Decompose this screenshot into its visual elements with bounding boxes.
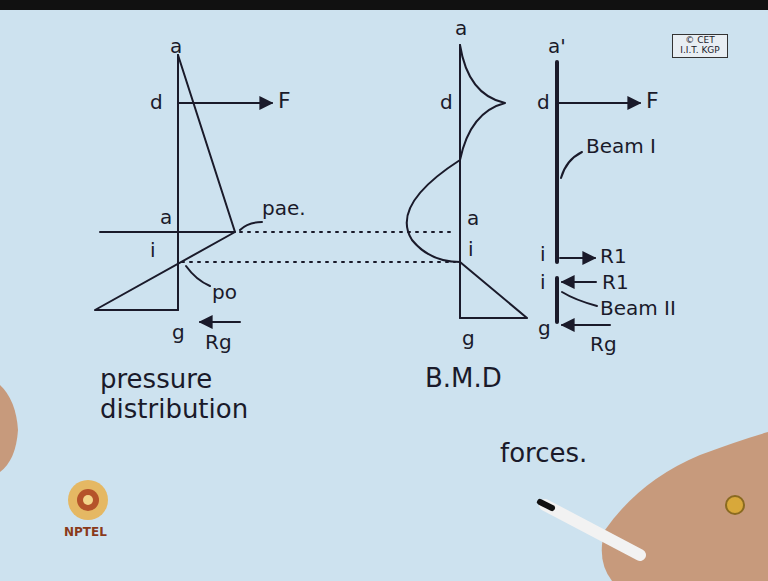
top-band [0,0,768,10]
logo-text: NPTEL [64,526,107,538]
reaction-label: Rg [205,332,232,352]
pressure-diagram [95,55,235,310]
point-label: a' [548,36,566,56]
beam-line [555,62,559,262]
copyright-mark: © CET I.I.T. KGP [672,34,728,58]
reaction-arrow [562,281,596,283]
reaction-label: R1 [602,272,629,292]
reaction-label: Rg [590,334,617,354]
bmd-axis [459,45,461,318]
caption: pressure distribution [100,365,270,425]
point-label: d [440,92,453,112]
point-label: g [538,318,551,338]
beam-label: Beam I [586,136,656,156]
hand-shape [0,385,18,472]
point-label: a [467,208,479,228]
marker-pen [545,505,640,555]
pressure-label: po [212,282,237,302]
leader-line [240,222,262,230]
force-arrow [178,102,272,104]
point-label: i [540,244,546,264]
wall-line [177,55,179,310]
ring [726,496,744,514]
point-label: g [462,328,475,348]
caption: forces. [500,440,587,466]
dotted-guide [182,261,455,263]
pressure-label: pae. [262,198,306,218]
leader-line [186,266,210,286]
point-label: i [468,239,474,259]
point-label: d [150,92,163,112]
point-label: a [455,18,467,38]
reaction-arrow [560,257,595,259]
force-label: F [646,90,659,112]
reaction-arrow [562,324,610,326]
point-label: a [160,207,172,227]
beam-line [555,278,559,322]
level-line [100,231,235,233]
hand-shape [602,432,768,581]
caption: B.M.D [425,365,502,391]
reaction-label: R1 [600,246,627,266]
force-arrow [558,102,640,104]
point-label: d [537,92,550,112]
nptel-logo [68,480,108,520]
marker-tip [540,502,552,508]
force-label: F [278,90,291,112]
point-label: i [150,240,156,260]
point-label: a [170,36,182,56]
reaction-arrow [200,321,240,323]
point-label: g [172,322,185,342]
dotted-guide [240,231,455,233]
leader-line [562,292,597,306]
bending-moment-curve [407,45,527,318]
leader-line [561,152,582,178]
beam-label: Beam II [600,298,676,318]
point-label: i [540,272,546,292]
